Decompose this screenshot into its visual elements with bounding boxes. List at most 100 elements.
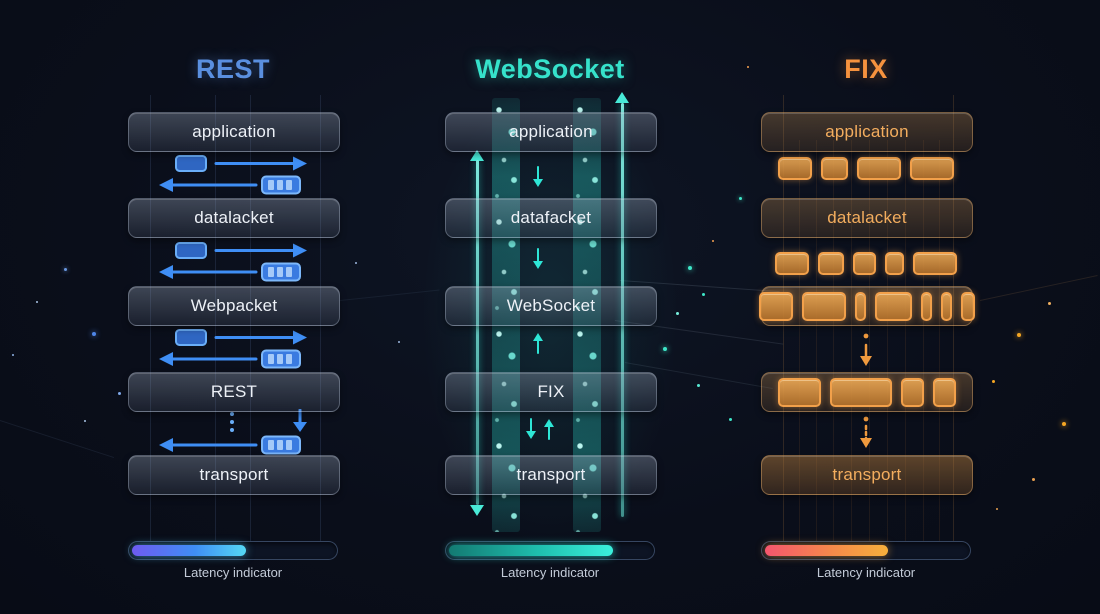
trace-line xyxy=(923,140,924,545)
packet-icon xyxy=(778,377,821,407)
packet-icon xyxy=(853,252,876,275)
trace-line xyxy=(799,140,800,545)
decor-dot xyxy=(12,354,14,356)
layer-box-websocket: WebSocket xyxy=(445,286,657,326)
packet-icon xyxy=(941,291,952,321)
decor-dot xyxy=(676,312,679,315)
layer-box-application: application xyxy=(128,112,340,152)
layer-box-datalacket: datalacket xyxy=(128,198,340,238)
packet-icon xyxy=(857,157,901,180)
packet-icon xyxy=(875,291,912,321)
down-arrow-icon xyxy=(293,422,307,432)
layer-box-packet-frame xyxy=(759,286,975,326)
latency-fill xyxy=(765,545,888,556)
layer-box-packet-frame xyxy=(761,372,973,412)
up-arrow-icon xyxy=(615,92,629,103)
fix-title: FIX xyxy=(844,54,888,84)
trace-line xyxy=(833,140,834,545)
packet-icon xyxy=(175,242,207,259)
fix-column: FIX application datalacket transport xyxy=(759,0,975,614)
right-arrow-icon xyxy=(293,156,307,171)
latency-fill xyxy=(132,545,247,556)
fix-message-packets xyxy=(762,373,972,411)
latency-label: Latency indicator xyxy=(183,565,283,580)
trace-line xyxy=(851,140,852,545)
fix-message-packets xyxy=(759,287,975,325)
decor-dot xyxy=(84,420,86,422)
mini-up-arrow-icon xyxy=(533,333,543,354)
guide-line xyxy=(250,95,251,543)
rest-title: REST xyxy=(195,54,270,84)
guide-line xyxy=(320,95,321,543)
rest-column: REST xyxy=(128,0,340,614)
packet-icon xyxy=(778,157,812,180)
latency-label: Latency indicator xyxy=(816,565,916,580)
layer-label: WebSocket xyxy=(506,296,596,315)
mini-up-arrow-icon xyxy=(544,419,554,440)
layer-label: application xyxy=(509,122,593,141)
decor-dot xyxy=(1017,333,1021,337)
decor-dot xyxy=(36,301,38,303)
latency-label: Latency indicator xyxy=(500,565,600,580)
fix-message-packets xyxy=(761,252,971,275)
decor-dot xyxy=(398,341,400,343)
layer-label: datalacket xyxy=(827,208,907,227)
guide-line xyxy=(215,95,216,543)
decor-dot xyxy=(1032,478,1035,481)
layer-label: transport xyxy=(199,465,269,484)
mini-down-arrow-icon xyxy=(533,166,543,187)
mini-down-arrow-icon xyxy=(533,248,543,269)
queue-dots-icon xyxy=(230,412,234,416)
layer-box-transport: transport xyxy=(445,455,657,495)
queued-response-arrows-icon xyxy=(159,409,307,455)
layer-label: transport xyxy=(832,465,902,484)
packet-icon xyxy=(885,252,904,275)
decor-dot xyxy=(697,384,700,387)
decor-dot xyxy=(1062,422,1066,426)
layer-box-datafacket: datafacket xyxy=(445,198,657,238)
websocket-title: WebSocket xyxy=(475,54,625,84)
decor-dot xyxy=(355,262,357,264)
packet-icon xyxy=(933,377,956,407)
layer-label: application xyxy=(825,122,909,141)
decor-dot xyxy=(712,240,714,242)
mini-down-arrow-icon xyxy=(526,418,536,439)
layer-box-application: application xyxy=(445,112,657,152)
layer-label: Webpacket xyxy=(190,296,278,315)
right-arrow-icon xyxy=(293,330,307,345)
trace-line xyxy=(869,140,870,545)
decor-dot xyxy=(992,380,995,383)
packet-icon xyxy=(910,157,954,180)
decor-dot xyxy=(64,268,67,271)
packet-icon xyxy=(175,329,207,346)
request-response-arrows-icon xyxy=(159,329,307,369)
trace-line xyxy=(887,140,888,545)
packet-icon xyxy=(901,377,924,407)
stream-glow xyxy=(420,80,680,550)
decor-trace-line xyxy=(0,420,115,459)
trace-line xyxy=(816,140,817,545)
layer-label: application xyxy=(192,122,276,141)
trace-line xyxy=(905,140,906,545)
packet-icon xyxy=(913,252,957,275)
packet-icon xyxy=(961,291,975,321)
decor-dot xyxy=(1048,302,1051,305)
guide-line xyxy=(953,95,954,543)
request-response-arrows-icon xyxy=(159,242,307,282)
latency-bar xyxy=(445,541,655,560)
down-arrow-icon xyxy=(860,333,872,366)
left-arrow-icon xyxy=(159,352,173,366)
decor-dot xyxy=(739,197,742,200)
layer-box-transport: transport xyxy=(128,455,340,495)
left-arrow-icon xyxy=(159,178,173,192)
layer-box-webpacket: Webpacket xyxy=(128,286,340,326)
packet-icon xyxy=(175,155,207,172)
packet-icon xyxy=(775,252,809,275)
decor-dot xyxy=(663,347,667,351)
dashed-down-arrow-icon xyxy=(860,416,872,448)
decor-dot xyxy=(118,392,121,395)
decor-dot xyxy=(747,66,749,68)
websocket-column: WebSocket application datafacket WebSock… xyxy=(420,0,680,614)
down-arrow-icon xyxy=(470,505,484,516)
